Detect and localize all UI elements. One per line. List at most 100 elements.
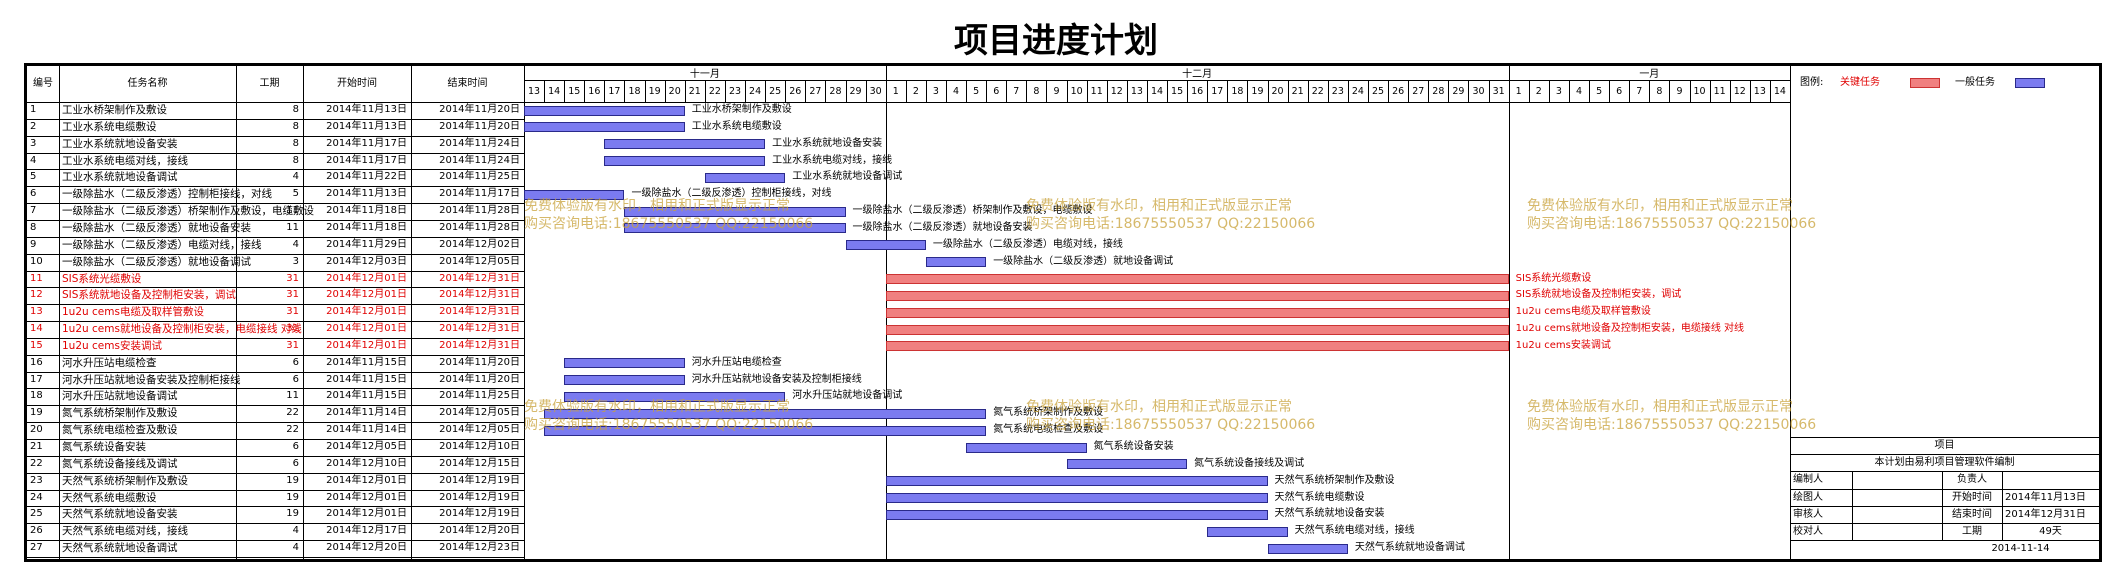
task-start-cell: 2014年11月15日 [326, 390, 407, 402]
day-number: 17 [1211, 86, 1224, 97]
task-end-cell: 2014年11月24日 [439, 137, 520, 149]
day-divider [1247, 80, 1249, 102]
info-column-divider [1852, 523, 1853, 541]
task-name-cell: 天然气系统就地设备调试 [62, 542, 178, 555]
day-divider [1327, 80, 1329, 102]
watermark-line: 免费体验版有水印，相用和正式版显示正常 [1527, 399, 1793, 415]
day-number: 29 [1452, 86, 1465, 97]
task-name-cell: 天然气系统电缆对线，接线 [62, 525, 188, 538]
row-divider [27, 455, 524, 457]
day-number: 20 [668, 86, 681, 97]
task-start-cell: 2014年11月18日 [326, 221, 407, 233]
task-name-cell: 1u2u cems就地设备及控制柜安装，电缆接线 对线 [62, 323, 302, 336]
task-bar-label: 河水升压站电缆检查 [691, 356, 782, 368]
normal-task-bar [1207, 526, 1288, 537]
day-number: 4 [1575, 86, 1582, 97]
day-divider [1388, 80, 1390, 102]
watermark-line: 购买咨询电话:18675550537 QQ:22150066 [1527, 417, 1817, 433]
task-bar-label: 河水升压站就地设备安装及控制柜接线 [691, 373, 862, 385]
column-divider [303, 66, 304, 562]
day-number: 16 [1191, 86, 1204, 97]
task-start-cell: 2014年12月05日 [326, 441, 407, 452]
task-no-cell: 27 [30, 542, 43, 554]
day-divider [1187, 80, 1189, 102]
day-divider [1488, 80, 1490, 102]
info-k1: 编制人 [1793, 474, 1823, 486]
task-bar-label: 一级除盐水（二级反渗透）就地设备安装 [852, 221, 1033, 233]
day-divider [1528, 80, 1530, 102]
day-number: 24 [749, 86, 762, 97]
task-name-cell: 工业水系统就地设备安装 [62, 137, 178, 150]
task-days-cell: 11 [286, 221, 299, 233]
task-name-cell: 工业水桥架制作及敷设 [62, 104, 167, 116]
task-start-cell: 2014年12月01日 [326, 339, 407, 351]
info-v2: 2014年11月13日 [2005, 491, 2086, 503]
row-divider [27, 321, 524, 323]
task-name-cell: 工业水系统电缆敷设 [62, 120, 157, 133]
day-number: 12 [1733, 86, 1746, 97]
task-bar-label: 工业水系统电缆对线，接线 [772, 154, 893, 166]
task-bar-label: 一级除盐水（二级反渗透）桥架制作及敷设，电缆敷设 [852, 205, 1093, 217]
day-number: 23 [1331, 86, 1344, 97]
info-border [1790, 454, 2099, 456]
task-days-cell: 31 [286, 289, 299, 301]
info-project-label: 项目 [1934, 440, 1955, 451]
task-end-cell: 2014年11月25日 [439, 390, 520, 402]
info-k2: 结束时间 [1952, 508, 1992, 520]
task-no-cell: 8 [30, 221, 37, 233]
task-no-cell: 19 [30, 407, 43, 419]
task-no-cell: 3 [30, 137, 37, 149]
info-column-divider [1942, 523, 1943, 541]
task-no-cell: 20 [30, 424, 43, 436]
day-number: 12 [1110, 86, 1123, 97]
row-divider [27, 371, 524, 373]
row-divider [27, 169, 524, 171]
normal-task-bar [564, 358, 685, 369]
day-divider [1026, 80, 1028, 102]
task-days-cell: 5 [292, 188, 299, 200]
task-no-cell: 16 [30, 356, 43, 368]
task-start-cell: 2014年12月01日 [326, 474, 407, 486]
info-k1: 校对人 [1793, 526, 1823, 537]
info-column-divider [1852, 471, 1853, 489]
task-days-cell: 6 [292, 356, 299, 368]
column-divider [411, 66, 412, 562]
day-number: 18 [1231, 86, 1244, 97]
info-border [1790, 471, 2099, 473]
day-number: 3 [1555, 86, 1562, 97]
watermark-line: 购买咨询电话:18675550537 QQ:22150066 [524, 216, 814, 232]
column-divider [59, 66, 60, 562]
day-divider [1046, 80, 1048, 102]
task-start-cell: 2014年11月13日 [326, 120, 407, 132]
day-number: 16 [588, 86, 601, 97]
task-days-cell: 19 [286, 474, 299, 486]
task-no-cell: 22 [30, 457, 43, 469]
info-column-divider [1942, 471, 1943, 489]
task-bar-label: 工业水系统电缆敷设 [691, 120, 782, 132]
row-divider [27, 118, 524, 120]
task-name-cell: 河水升压站就地设备安装及控制柜接线 [62, 373, 241, 386]
task-days-cell: 8 [292, 154, 299, 166]
task-bar-label: 氮气系统设备安装 [1093, 441, 1174, 452]
row-divider [27, 236, 524, 238]
task-end-cell: 2014年11月28日 [439, 221, 520, 233]
info-column-divider [2002, 471, 2003, 489]
critical-task-bar [885, 307, 1509, 318]
info-column-divider [1852, 488, 1853, 506]
column-header-days: 工期 [259, 78, 280, 89]
day-number: 14 [1773, 86, 1786, 97]
task-bar-label: 工业水系统就地设备调试 [792, 171, 903, 183]
day-number: 5 [1596, 86, 1603, 97]
day-number: 31 [1492, 86, 1505, 97]
day-number: 15 [1171, 86, 1184, 97]
column-header-end: 结束时间 [447, 78, 488, 89]
task-end-cell: 2014年12月31日 [439, 306, 520, 318]
task-no-cell: 21 [30, 441, 43, 452]
task-end-cell: 2014年11月20日 [439, 120, 520, 132]
task-start-cell: 2014年11月15日 [326, 373, 407, 385]
task-no-cell: 1 [30, 104, 37, 115]
task-days-cell: 8 [292, 137, 299, 149]
day-number: 28 [829, 86, 842, 97]
normal-task-bar [624, 206, 846, 217]
task-no-cell: 10 [30, 255, 43, 267]
